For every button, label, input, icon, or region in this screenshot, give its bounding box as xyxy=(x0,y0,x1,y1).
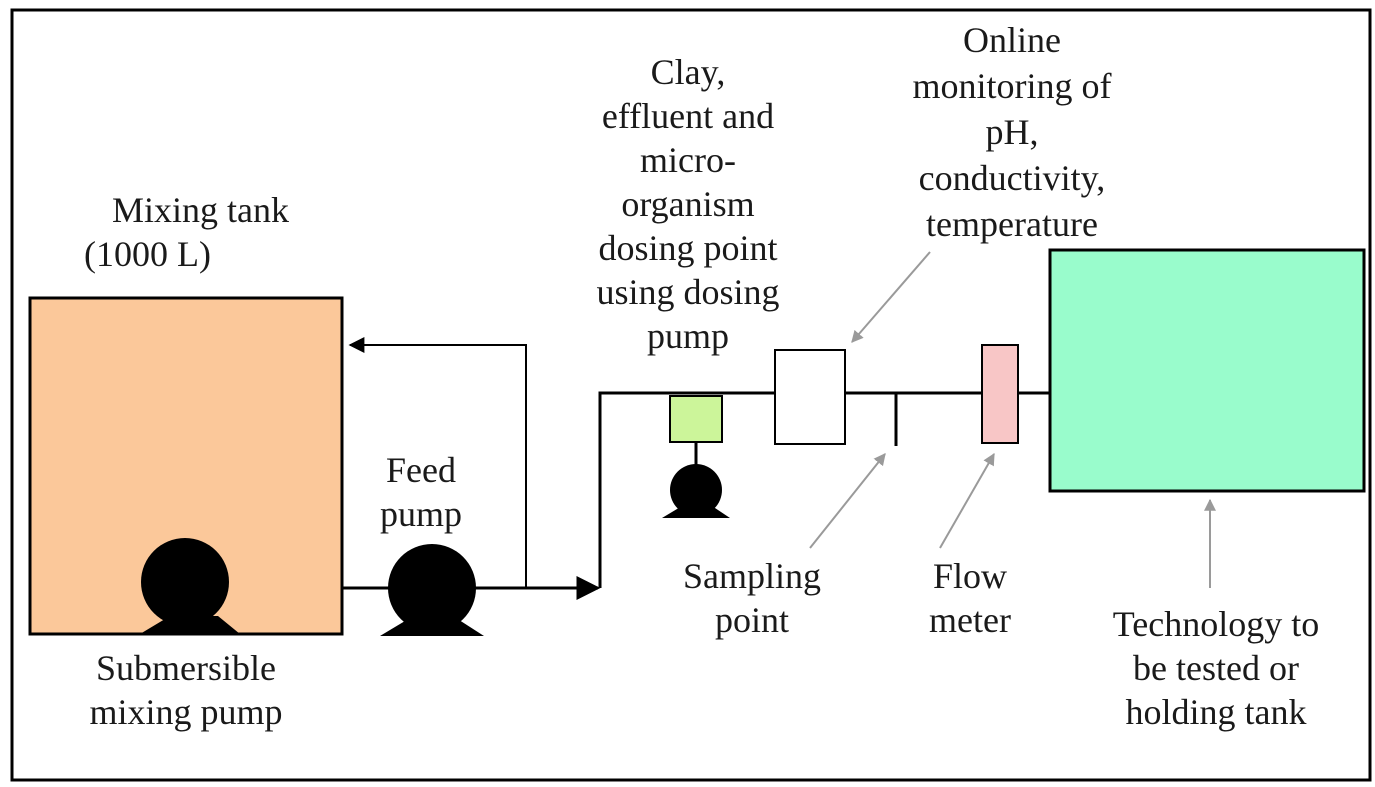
submersible-pump-icon xyxy=(140,538,240,634)
dosing-pump-icon xyxy=(662,464,730,518)
sampling-pointer-arrow xyxy=(809,453,886,549)
process-line xyxy=(598,391,1052,588)
dosing-point xyxy=(669,395,723,443)
flow-meter-label-2: meter xyxy=(929,600,1011,640)
flow-meter-label-1: Flow xyxy=(933,556,1007,596)
dosing-label-line: pump xyxy=(647,316,729,356)
dosing-label-line: micro- xyxy=(640,140,736,180)
feed-pump-label-2: pump xyxy=(380,494,462,534)
mixing-tank-title: Mixing tank xyxy=(112,190,289,230)
feed-pump-label-1: Feed xyxy=(386,450,456,490)
monitor-label-line: Online xyxy=(963,20,1061,60)
monitor-label-line: conductivity, xyxy=(919,158,1106,198)
dosing-label-line: organism xyxy=(621,184,754,224)
dosing-label-line: Clay, xyxy=(651,52,726,92)
monitor-label-line: pH, xyxy=(986,112,1039,152)
tech-tank-label-1: Technology to xyxy=(1113,604,1319,644)
submersible-pump-label-1: Submersible xyxy=(96,648,276,688)
feed-pump-icon xyxy=(380,544,484,636)
tech-tank-label-3: holding tank xyxy=(1126,692,1307,732)
dosing-label-line: dosing point xyxy=(598,228,777,268)
online-monitor-label: Online monitoring of pH, conductivity, t… xyxy=(913,20,1112,244)
return-line xyxy=(348,337,527,588)
monitor-pointer-arrow xyxy=(851,251,931,343)
online-monitor-box xyxy=(774,349,846,445)
submersible-pump-label-2: mixing pump xyxy=(89,692,282,732)
monitor-label-line: temperature xyxy=(926,204,1098,244)
dosing-label-line: using dosing xyxy=(596,272,779,312)
flow-meter xyxy=(981,344,1019,444)
dosing-label-line: effluent and xyxy=(602,96,774,136)
tech-tank-label-2: be tested or xyxy=(1133,648,1299,688)
technology-tank xyxy=(1048,248,1366,493)
mixing-tank-capacity: (1000 L) xyxy=(84,234,211,274)
dosing-point-label: Clay, effluent and micro- organism dosin… xyxy=(596,52,779,356)
flow-meter-pointer-arrow xyxy=(939,452,995,549)
monitor-label-line: monitoring of xyxy=(913,66,1112,106)
sampling-point-label-1: Sampling xyxy=(683,556,821,596)
sampling-point-label-2: point xyxy=(715,600,789,640)
